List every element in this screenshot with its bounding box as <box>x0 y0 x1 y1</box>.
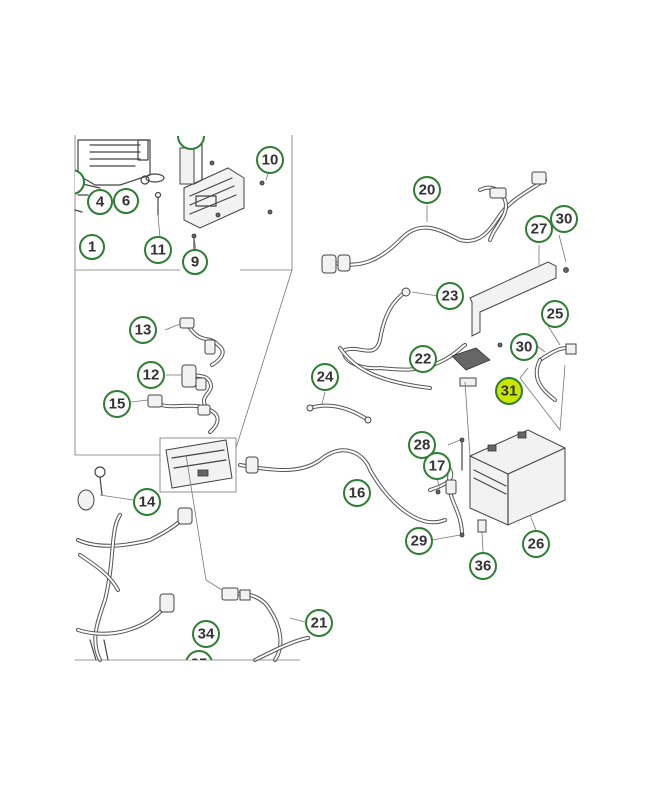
callout-10: 10 <box>256 146 284 174</box>
callout-30-mid: 30 <box>510 333 538 361</box>
callout-23: 23 <box>436 282 464 310</box>
svg-text:27: 27 <box>531 221 548 238</box>
svg-text:17: 17 <box>429 458 446 475</box>
svg-text:9: 9 <box>191 254 199 271</box>
svg-text:11: 11 <box>150 242 166 259</box>
callout-11: 11 <box>144 236 172 264</box>
harness-22 <box>338 287 491 390</box>
svg-text:20: 20 <box>419 182 436 199</box>
svg-text:6: 6 <box>122 193 130 210</box>
callout-6: 6 <box>113 188 139 214</box>
callout-24: 24 <box>311 363 339 391</box>
callout-1: 1 <box>79 234 105 260</box>
svg-text:12: 12 <box>143 367 160 384</box>
svg-text:4: 4 <box>96 194 105 211</box>
cable-24 <box>306 403 372 424</box>
junction-box <box>159 437 237 493</box>
svg-text:28: 28 <box>414 437 431 454</box>
callout-clipped-left <box>75 169 85 195</box>
callout-26: 28 <box>408 431 436 459</box>
battery <box>464 381 566 526</box>
callout-15: 15 <box>103 390 131 418</box>
harness-14 <box>76 466 193 662</box>
svg-text:34: 34 <box>198 626 215 643</box>
callout-17: 17 <box>423 452 451 480</box>
callout-31: 31 <box>495 377 523 405</box>
callout-22: 22 <box>409 345 437 373</box>
svg-text:10: 10 <box>262 152 279 169</box>
callout-30-top: 30 <box>550 205 578 233</box>
svg-text:1: 1 <box>88 239 96 256</box>
callout-12: 12 <box>137 361 165 389</box>
callout-36: 36 <box>469 552 497 580</box>
svg-text:30: 30 <box>556 211 573 228</box>
callout-21: 21 <box>305 609 333 637</box>
svg-text:25: 25 <box>547 306 564 323</box>
callout-34: 34 <box>192 620 220 648</box>
svg-text:15: 15 <box>109 396 126 413</box>
callout-27: 27 <box>525 215 553 243</box>
battery-cable-25 <box>519 343 577 432</box>
callout-29: 29 <box>405 527 433 555</box>
sensor-harnesses <box>147 317 225 434</box>
callout-13: 13 <box>129 316 157 344</box>
svg-text:30: 30 <box>516 339 533 356</box>
svg-text:13: 13 <box>135 322 152 339</box>
svg-text:14: 14 <box>139 494 156 511</box>
leader-lines <box>99 167 567 623</box>
callout-28: 2826 <box>522 530 550 558</box>
svg-text:24: 24 <box>317 369 334 386</box>
harness-20 <box>321 171 547 274</box>
callout-35: 35 <box>185 650 213 673</box>
svg-text:31: 31 <box>501 383 518 400</box>
svg-text:21: 21 <box>311 615 328 632</box>
callout-16: 16 <box>343 479 371 507</box>
svg-text:16: 16 <box>349 485 366 502</box>
battery-bracket <box>469 261 569 348</box>
callout-4: 4 <box>87 189 113 215</box>
callout-25: 25 <box>541 300 569 328</box>
callout-9: 9 <box>182 249 208 275</box>
svg-text:36: 36 <box>475 558 492 575</box>
callout-clipped-top <box>177 135 205 150</box>
callout-14: 14 <box>133 488 161 516</box>
controller-module-assembly <box>74 139 273 251</box>
svg-text:35: 35 <box>191 656 208 673</box>
callout-20: 20 <box>413 176 441 204</box>
svg-text:29: 29 <box>411 533 428 550</box>
svg-text:26: 26 <box>528 536 545 553</box>
svg-text:23: 23 <box>442 288 459 305</box>
svg-text:22: 22 <box>415 351 432 368</box>
